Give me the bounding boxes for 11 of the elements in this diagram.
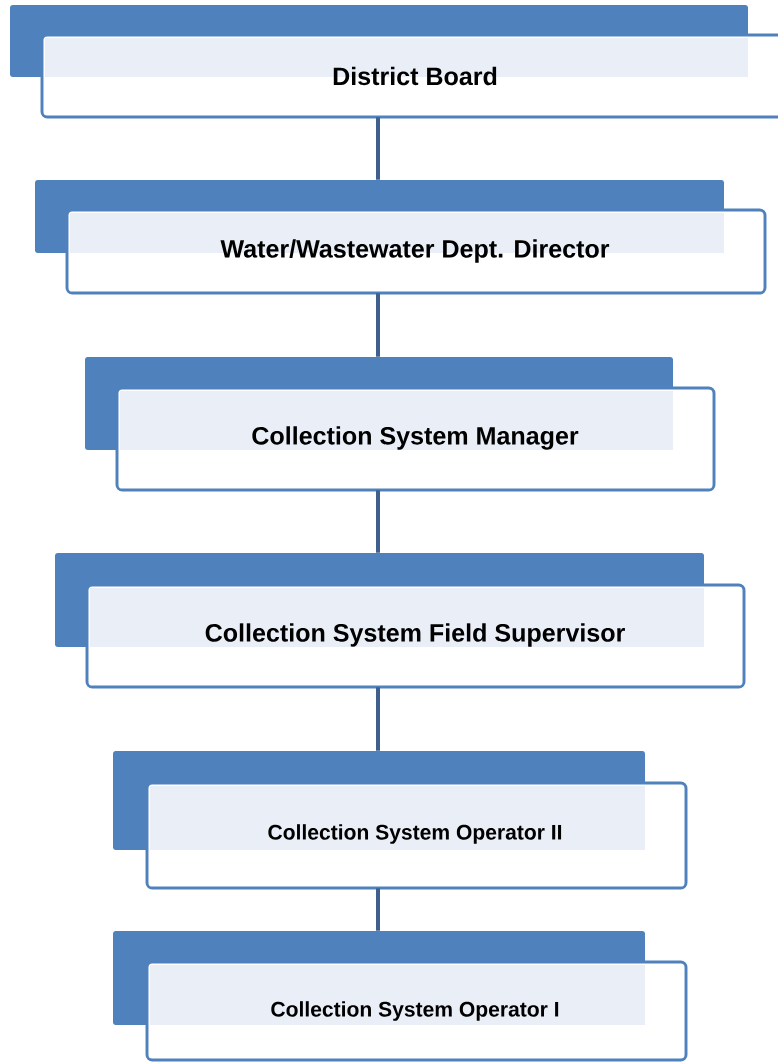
connector-line (376, 490, 380, 553)
connector-line (376, 687, 380, 751)
org-box: Collection System Operator I (113, 931, 688, 1062)
org-box: District Board (10, 5, 778, 119)
connector-line (376, 888, 380, 931)
org-box: Collection System Field Supervisor (55, 553, 746, 689)
connector-line (376, 117, 380, 180)
connector-line (376, 293, 380, 357)
org-box: Water/Wastewater Dept. Director (35, 180, 767, 295)
org-box: Collection System Manager (85, 357, 716, 492)
org-box: Collection System Operator II (113, 751, 688, 890)
